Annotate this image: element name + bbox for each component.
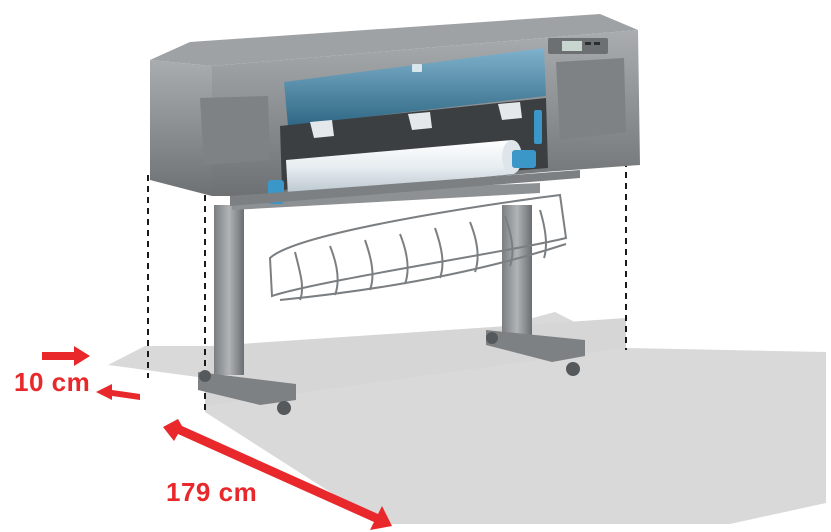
left-end-cover <box>200 96 270 165</box>
paper-guides <box>310 102 522 138</box>
spindle-bar <box>230 170 580 206</box>
side-clearance-floor <box>108 346 210 378</box>
left-leg <box>214 205 244 375</box>
paper-roll <box>230 110 580 206</box>
depth-arrow <box>163 419 392 530</box>
output-basket <box>268 193 568 301</box>
right-foot <box>486 330 585 362</box>
left-wheel-back <box>199 370 211 382</box>
crossbar <box>232 183 540 210</box>
roll-body <box>286 140 514 196</box>
roll-lever <box>534 110 542 144</box>
side-arrow-bottom <box>96 384 140 400</box>
right-leg <box>502 205 532 340</box>
right-wheel-back <box>486 332 498 344</box>
printer-top <box>150 14 638 66</box>
front-panel-icon <box>548 38 608 54</box>
printer-front <box>150 60 212 196</box>
side-arrow-top <box>42 346 90 366</box>
top-window <box>284 48 546 126</box>
dimension-arrows <box>42 346 392 530</box>
right-end-cover <box>556 58 626 140</box>
left-wheel-front <box>277 401 291 415</box>
roll-hub-right <box>512 150 536 168</box>
printer-stand <box>198 183 585 415</box>
left-foot <box>198 372 296 405</box>
side-clearance-label: 10 cm <box>14 367 91 397</box>
basket-rim <box>268 193 568 298</box>
hp-logo-icon <box>412 64 422 72</box>
depth-clearance-label: 179 cm <box>166 477 258 507</box>
right-wheel-front <box>566 362 580 376</box>
